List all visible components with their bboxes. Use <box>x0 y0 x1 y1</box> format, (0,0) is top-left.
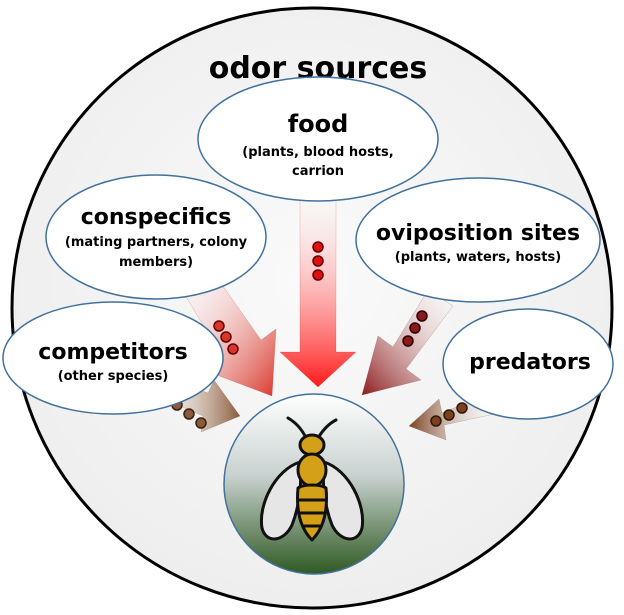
node-conspecifics: conspecifics (mating partners, colony me… <box>46 175 266 299</box>
node-oviposition-sub-1: (plants, waters, hosts) <box>395 250 561 265</box>
odor-dot <box>221 332 231 342</box>
odor-dot <box>444 410 454 420</box>
odor-dot <box>184 409 194 419</box>
node-conspecifics-title: conspecifics <box>81 205 232 230</box>
node-conspecifics-sub-2: members) <box>119 255 193 270</box>
odor-dot <box>417 311 427 321</box>
node-conspecifics-sub-1: (mating partners, colony <box>65 235 248 250</box>
node-predators: predators <box>443 309 613 419</box>
node-competitors: competitors (other species) <box>3 302 223 414</box>
odor-dot <box>313 270 323 280</box>
odor-dot <box>431 416 441 426</box>
odor-dot <box>196 418 206 428</box>
node-food-title: food <box>288 110 349 138</box>
node-food-sub-1: (plants, blood hosts, <box>242 145 393 160</box>
node-competitors-title: competitors <box>38 340 187 365</box>
odor-dot <box>313 242 323 252</box>
node-food-sub-2: carrion <box>292 164 344 179</box>
node-competitors-sub-1: (other species) <box>58 369 169 384</box>
odor-dot <box>313 256 323 266</box>
odor-dot <box>228 344 238 354</box>
node-predators-title: predators <box>469 350 591 375</box>
node-food: food (plants, blood hosts, carrion <box>198 77 438 201</box>
odor-dot <box>214 321 224 331</box>
odor-dot <box>410 323 420 333</box>
node-oviposition-title: oviposition sites <box>376 221 580 246</box>
odor-dot <box>403 336 413 346</box>
node-oviposition: oviposition sites (plants, waters, hosts… <box>356 178 600 302</box>
odor-dot <box>457 403 467 413</box>
